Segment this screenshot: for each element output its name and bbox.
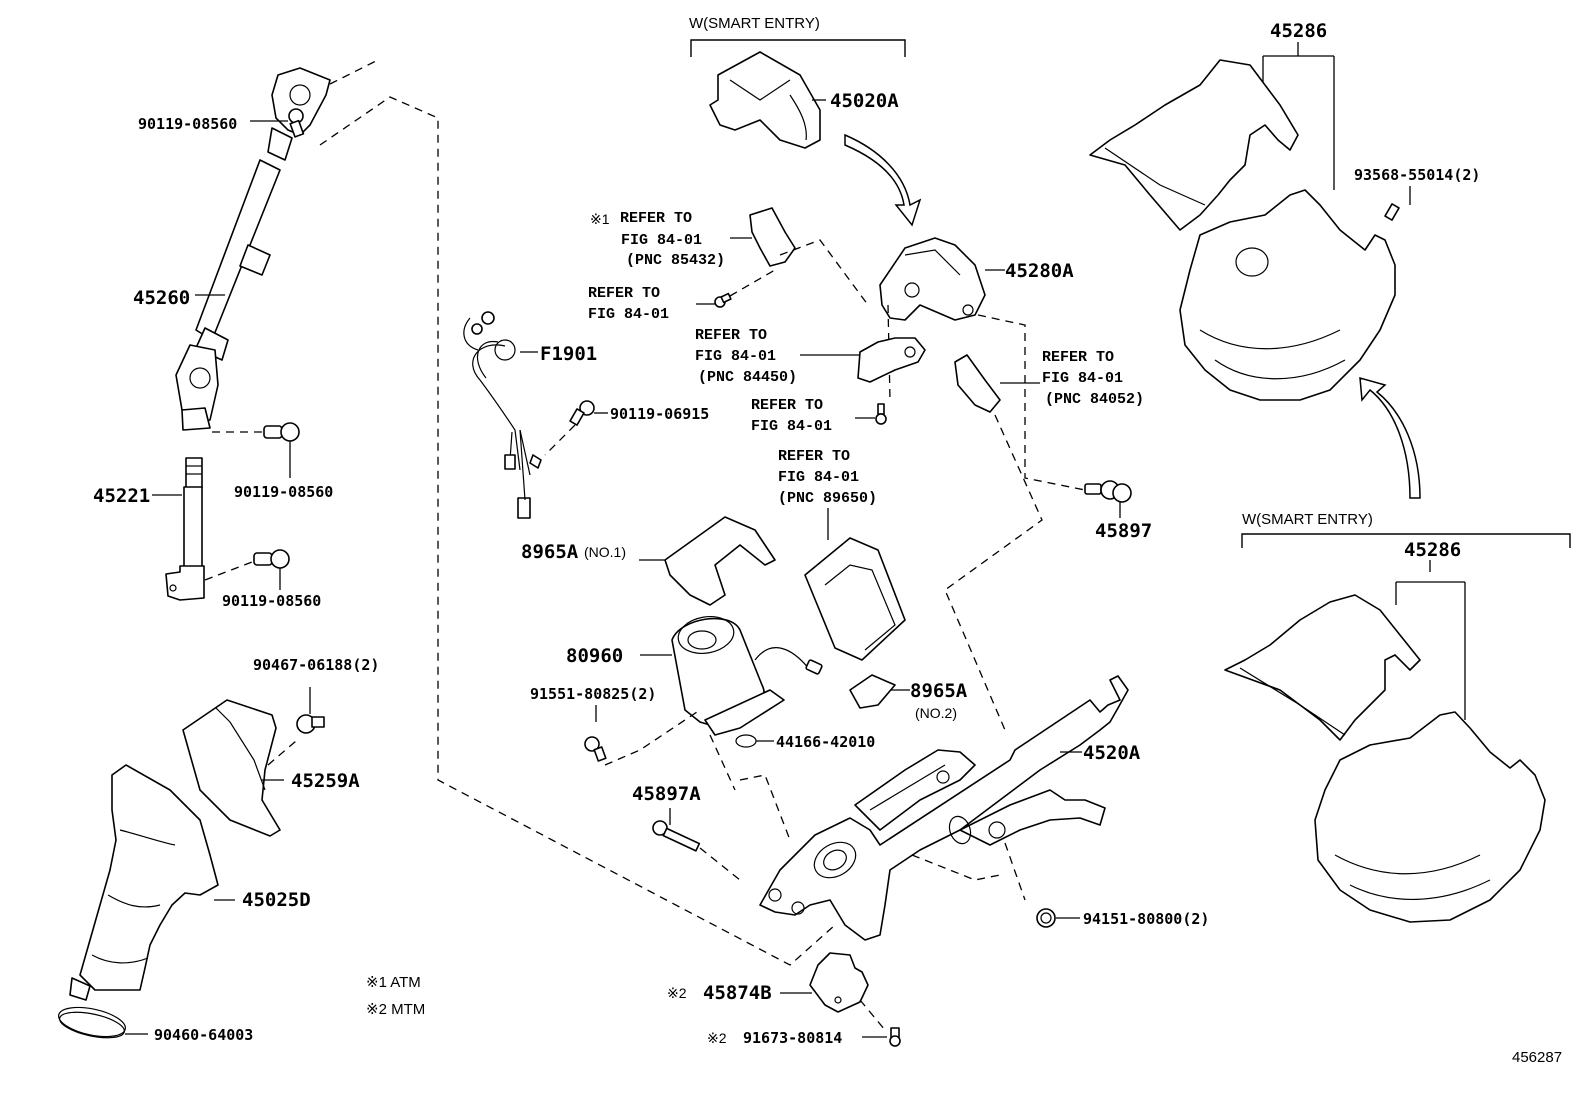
part-number-45286-top[interactable]: 45286 [1270, 20, 1327, 42]
note-atm: ※1 ATM [366, 974, 421, 991]
part-number-8965A-no2[interactable]: 8965A [910, 680, 968, 702]
upper-cover-45286[interactable] [1089, 59, 1299, 231]
ref5-line3: (PNC 84052) [1045, 391, 1144, 408]
part-number-90119-08560-mid[interactable]: 90119-08560 [234, 483, 333, 501]
screw-ref4-icon [875, 403, 887, 425]
part-number-8965A-no1[interactable]: 8965A [521, 541, 579, 563]
bolt-90119-08560-mid-icon [263, 422, 300, 442]
part-number-45897A[interactable]: 45897A [632, 783, 701, 805]
ref2-line1: REFER TO [588, 285, 660, 302]
motor-80960[interactable] [671, 612, 823, 736]
cover-45259A[interactable] [182, 699, 281, 837]
part-number-90119-08560-low[interactable]: 90119-08560 [222, 592, 321, 610]
figure-id: 456287 [1512, 1049, 1562, 1066]
ref6-line2[interactable]: FIG 84-01 [778, 469, 859, 486]
lock-assembly-45280A[interactable] [879, 237, 986, 321]
wire-harness-F1901[interactable] [463, 311, 542, 519]
clip-90467-06188-icon [296, 714, 325, 734]
group-label-smart-entry-right: W(SMART ENTRY) [1242, 511, 1373, 528]
ref3-line1: REFER TO [695, 327, 767, 344]
ref6-line3: (PNC 89650) [778, 490, 877, 507]
ref1-line1: REFER TO [620, 210, 692, 227]
part-number-45221[interactable]: 45221 [93, 485, 150, 507]
group-label-smart-entry-top: W(SMART ENTRY) [689, 15, 820, 32]
part-number-80960[interactable]: 80960 [566, 645, 623, 667]
assembly-boundary-dashed-line [319, 96, 836, 966]
mark-91673-80814: ※2 [707, 1030, 727, 1046]
part-number-90119-06915[interactable]: 90119-06915 [610, 405, 709, 423]
bracket-45874B[interactable] [809, 952, 869, 1013]
ref4-line1: REFER TO [751, 397, 823, 414]
part-number-45897[interactable]: 45897 [1095, 520, 1152, 542]
part-number-45874B[interactable]: 45874B [703, 982, 772, 1004]
part-number-8965A-no1-sub: (NO.1) [584, 544, 626, 560]
part-number-45260[interactable]: 45260 [133, 287, 190, 309]
part-number-45286-bottom[interactable]: 45286 [1404, 539, 1461, 561]
part-number-8965A-no2-sub: (NO.2) [915, 705, 957, 721]
nut-94151-80800-icon [1036, 908, 1056, 928]
lower-cover-45286-smart-entry[interactable] [1314, 711, 1546, 923]
part-number-F1901[interactable]: F1901 [540, 343, 597, 365]
part-number-94151-80800[interactable]: 94151-80800(2) [1083, 910, 1209, 928]
part-number-93568-55014[interactable]: 93568-55014(2) [1354, 166, 1480, 184]
part-number-91551-80825[interactable]: 91551-80825(2) [530, 685, 656, 703]
part-number-44166-42010[interactable]: 44166-42010 [776, 733, 875, 751]
ref6-line1: REFER TO [778, 448, 850, 465]
clamp-90460-64003[interactable] [56, 1002, 128, 1042]
part-number-45259A[interactable]: 45259A [291, 770, 360, 792]
part-number-45280A[interactable]: 45280A [1005, 260, 1074, 282]
bolt-91551-80825-icon [584, 736, 607, 762]
part-number-90467-06188[interactable]: 90467-06188(2) [253, 656, 379, 674]
ref4-line2[interactable]: FIG 84-01 [751, 418, 832, 435]
ecu-module-shape [804, 537, 906, 661]
upper-cover-45286-smart-entry[interactable] [1224, 594, 1421, 741]
ref3-line3: (PNC 84450) [698, 369, 797, 386]
lower-cover-45286[interactable] [1179, 189, 1396, 401]
ref5-line2[interactable]: FIG 84-01 [1042, 370, 1123, 387]
bolt-45897A-icon [652, 820, 701, 852]
bolt-90119-08560-low-icon [253, 549, 290, 569]
bolt-90119-06915-icon [569, 400, 595, 426]
screw-93568-55014-icon [1384, 203, 1400, 221]
steering-column-4520A[interactable] [759, 675, 1129, 941]
assembly-arrow-icon [844, 133, 922, 227]
ref1-line3: (PNC 85432) [626, 252, 725, 269]
bolt-45897-icon [1084, 480, 1132, 503]
bolt-90119-08560-top-icon [288, 108, 305, 138]
part-number-45020A[interactable]: 45020A [830, 90, 899, 112]
note-mtm: ※2 MTM [366, 1001, 425, 1018]
ref5-part-shape [954, 354, 1001, 413]
ref-atm-mark: ※1 [590, 211, 610, 227]
mark-45874B: ※2 [667, 985, 687, 1001]
intermediate-shaft-45260[interactable] [175, 67, 331, 431]
assembly-arrow-right-icon [1359, 376, 1421, 499]
ref3-part-shape [857, 337, 926, 383]
ref3-line2[interactable]: FIG 84-01 [695, 348, 776, 365]
bolt-91673-80814-icon [889, 1027, 901, 1047]
ref1-part-shape [749, 207, 796, 267]
ref5-line1: REFER TO [1042, 349, 1114, 366]
screw-ref2-icon [714, 292, 732, 308]
ref1-line2[interactable]: FIG 84-01 [621, 232, 702, 249]
switch-45020A[interactable] [709, 51, 821, 149]
plate-8965A-no2[interactable] [849, 674, 896, 709]
part-number-4520A[interactable]: 4520A [1083, 742, 1141, 764]
o-ring-44166-42010-icon [735, 734, 757, 748]
part-number-45025D[interactable]: 45025D [242, 889, 311, 911]
part-number-90119-08560-top[interactable]: 90119-08560 [138, 115, 237, 133]
part-number-91673-80814[interactable]: 91673-80814 [743, 1029, 842, 1047]
part-number-90460-64003[interactable]: 90460-64003 [154, 1026, 253, 1044]
cover-8965A-no1[interactable] [664, 516, 776, 606]
boot-45025D[interactable] [69, 764, 219, 1001]
ref2-line2[interactable]: FIG 84-01 [588, 306, 669, 323]
shaft-45221[interactable] [165, 457, 205, 601]
